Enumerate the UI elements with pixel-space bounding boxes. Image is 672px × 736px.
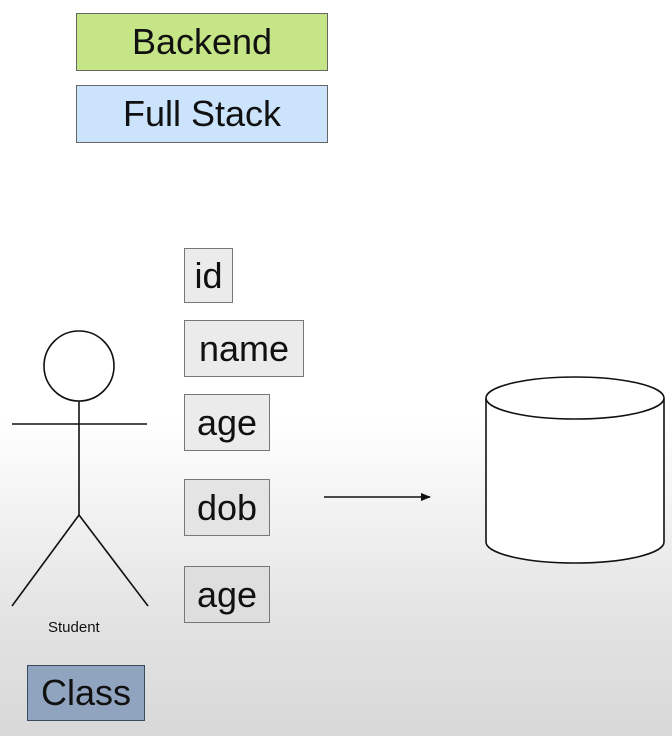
full-stack-tag-label: Full Stack (122, 93, 282, 134)
field-label: age (196, 573, 258, 615)
field-label: name (198, 327, 290, 369)
full-stack-tag: Full Stack (76, 85, 328, 143)
field-box-age-2: age (184, 566, 270, 623)
field-label: id (194, 254, 223, 296)
class-box-label: Class (40, 672, 132, 713)
field-box-age: age (184, 394, 270, 451)
stick-figure-icon (11, 330, 149, 607)
backend-tag: Backend (76, 13, 328, 71)
backend-tag-label: Backend (131, 21, 273, 62)
class-box: Class (27, 665, 145, 721)
field-box-name: name (184, 320, 304, 377)
actor-label: Student (48, 619, 100, 636)
field-box-dob: dob (184, 479, 270, 536)
database-cylinder-icon (485, 376, 665, 564)
field-box-id: id (184, 248, 233, 303)
field-label: age (196, 401, 258, 443)
field-label: dob (196, 486, 258, 528)
